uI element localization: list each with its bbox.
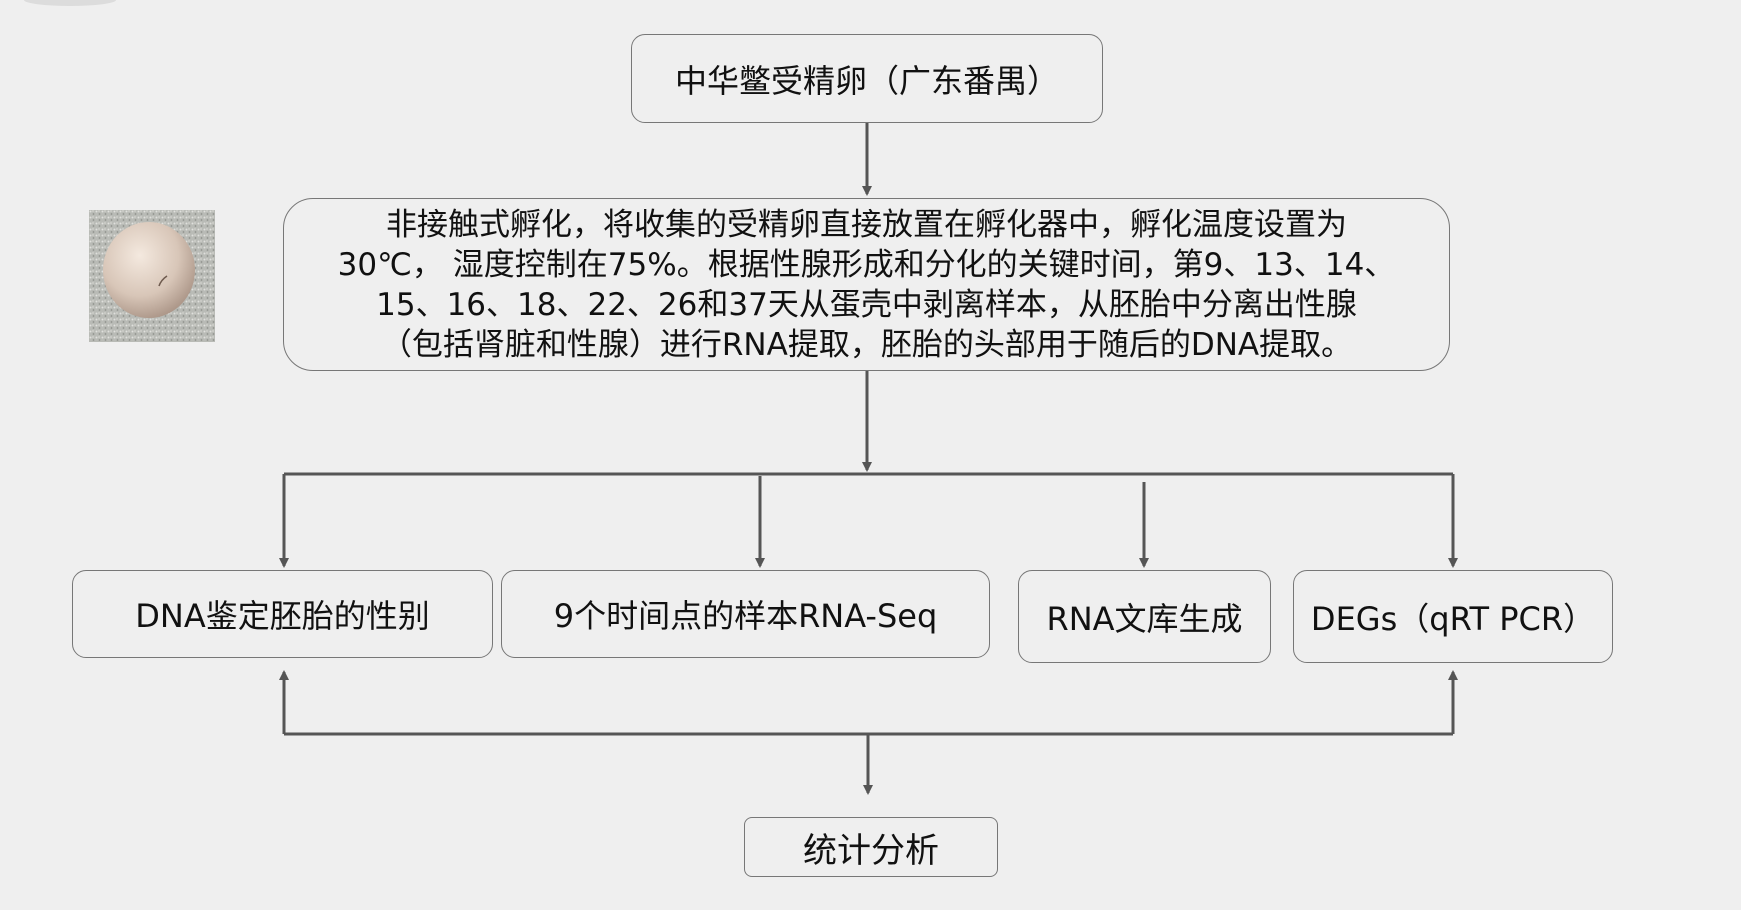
egg-source-box: 中华鳖受精卵（广东番禺） <box>631 34 1103 123</box>
incubation-method-text: 非接触式孵化，将收集的受精卵直接放置在孵化器中，孵化温度设置为 30℃， 湿度控… <box>337 206 1396 363</box>
dna-sex-identification-box: DNA鉴定胚胎的性别 <box>72 570 493 658</box>
degs-qrt-pcr-box: DEGs（qRT PCR） <box>1293 570 1613 663</box>
dna-sex-identification-label: DNA鉴定胚胎的性别 <box>135 597 430 635</box>
rna-library-box: RNA文库生成 <box>1018 570 1271 663</box>
statistical-analysis-label: 统计分析 <box>803 830 939 871</box>
slide-corner-shadow <box>24 0 116 6</box>
rna-seq-label: 9个时间点的样本RNA-Seq <box>553 597 938 635</box>
rna-library-label: RNA文库生成 <box>1046 599 1243 638</box>
degs-qrt-pcr-label: DEGs（qRT PCR） <box>1310 599 1596 638</box>
turtle-egg-photo <box>89 210 215 342</box>
rna-seq-box: 9个时间点的样本RNA-Seq <box>501 570 990 658</box>
egg-source-label: 中华鳖受精卵（广东番禺） <box>674 61 1059 100</box>
incubation-method-box: 非接触式孵化，将收集的受精卵直接放置在孵化器中，孵化温度设置为 30℃， 湿度控… <box>283 198 1450 371</box>
statistical-analysis-box: 统计分析 <box>744 817 998 877</box>
